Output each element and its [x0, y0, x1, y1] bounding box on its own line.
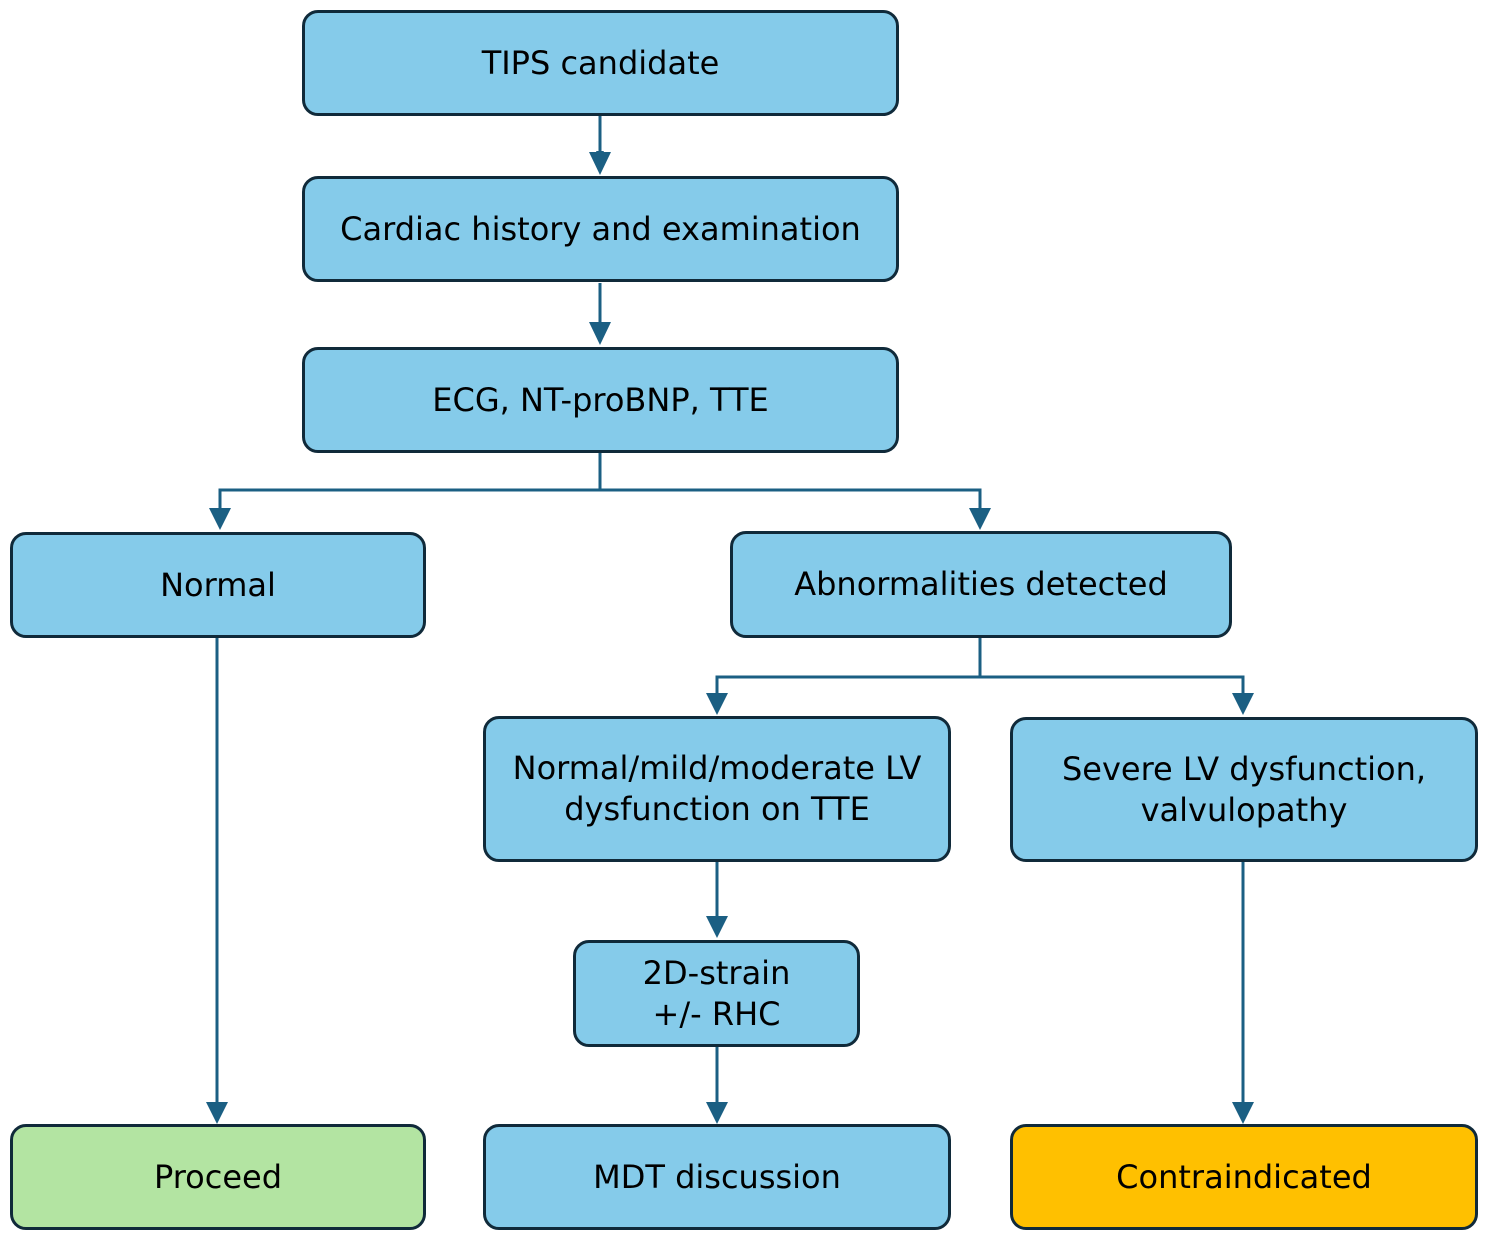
arrowhead-strain	[706, 916, 728, 938]
node-mdt: MDT discussion	[483, 1124, 951, 1230]
node-strain-rhc: 2D-strain +/- RHC	[573, 940, 860, 1047]
arrowhead-proceed	[206, 1102, 228, 1124]
arrowhead-contraindicated	[1232, 1102, 1254, 1124]
node-contraindicated: Contraindicated	[1010, 1124, 1478, 1230]
node-cardiac-history: Cardiac history and examination	[302, 176, 899, 282]
node-tips-candidate: TIPS candidate	[302, 10, 899, 116]
node-normal: Normal	[10, 532, 426, 638]
arrowheads	[206, 152, 1254, 1124]
arrow-abnormal-to-severe	[980, 675, 1245, 697]
arrowhead-normal	[209, 508, 231, 530]
arrowhead-lv	[706, 693, 728, 715]
node-proceed: Proceed	[10, 1124, 426, 1230]
node-lv-dysfunction: Normal/mild/moderate LV dysfunction on T…	[483, 716, 951, 862]
node-severe-lv: Severe LV dysfunction, valvulopathy	[1010, 717, 1478, 862]
arrowhead-mdt	[706, 1102, 728, 1124]
arrow-ecg-to-abnormal	[600, 488, 982, 512]
node-ecg-tests: ECG, NT-proBNP, TTE	[302, 347, 899, 453]
arrowhead-abnormal	[969, 508, 991, 530]
arrowhead-severe	[1232, 693, 1254, 715]
arrow-ecg-split	[218, 453, 602, 512]
arrowhead-ecg	[589, 322, 611, 345]
arrow-abnormal-split	[715, 638, 982, 697]
arrowhead-history	[589, 152, 611, 175]
node-abnormalities: Abnormalities detected	[730, 531, 1232, 638]
